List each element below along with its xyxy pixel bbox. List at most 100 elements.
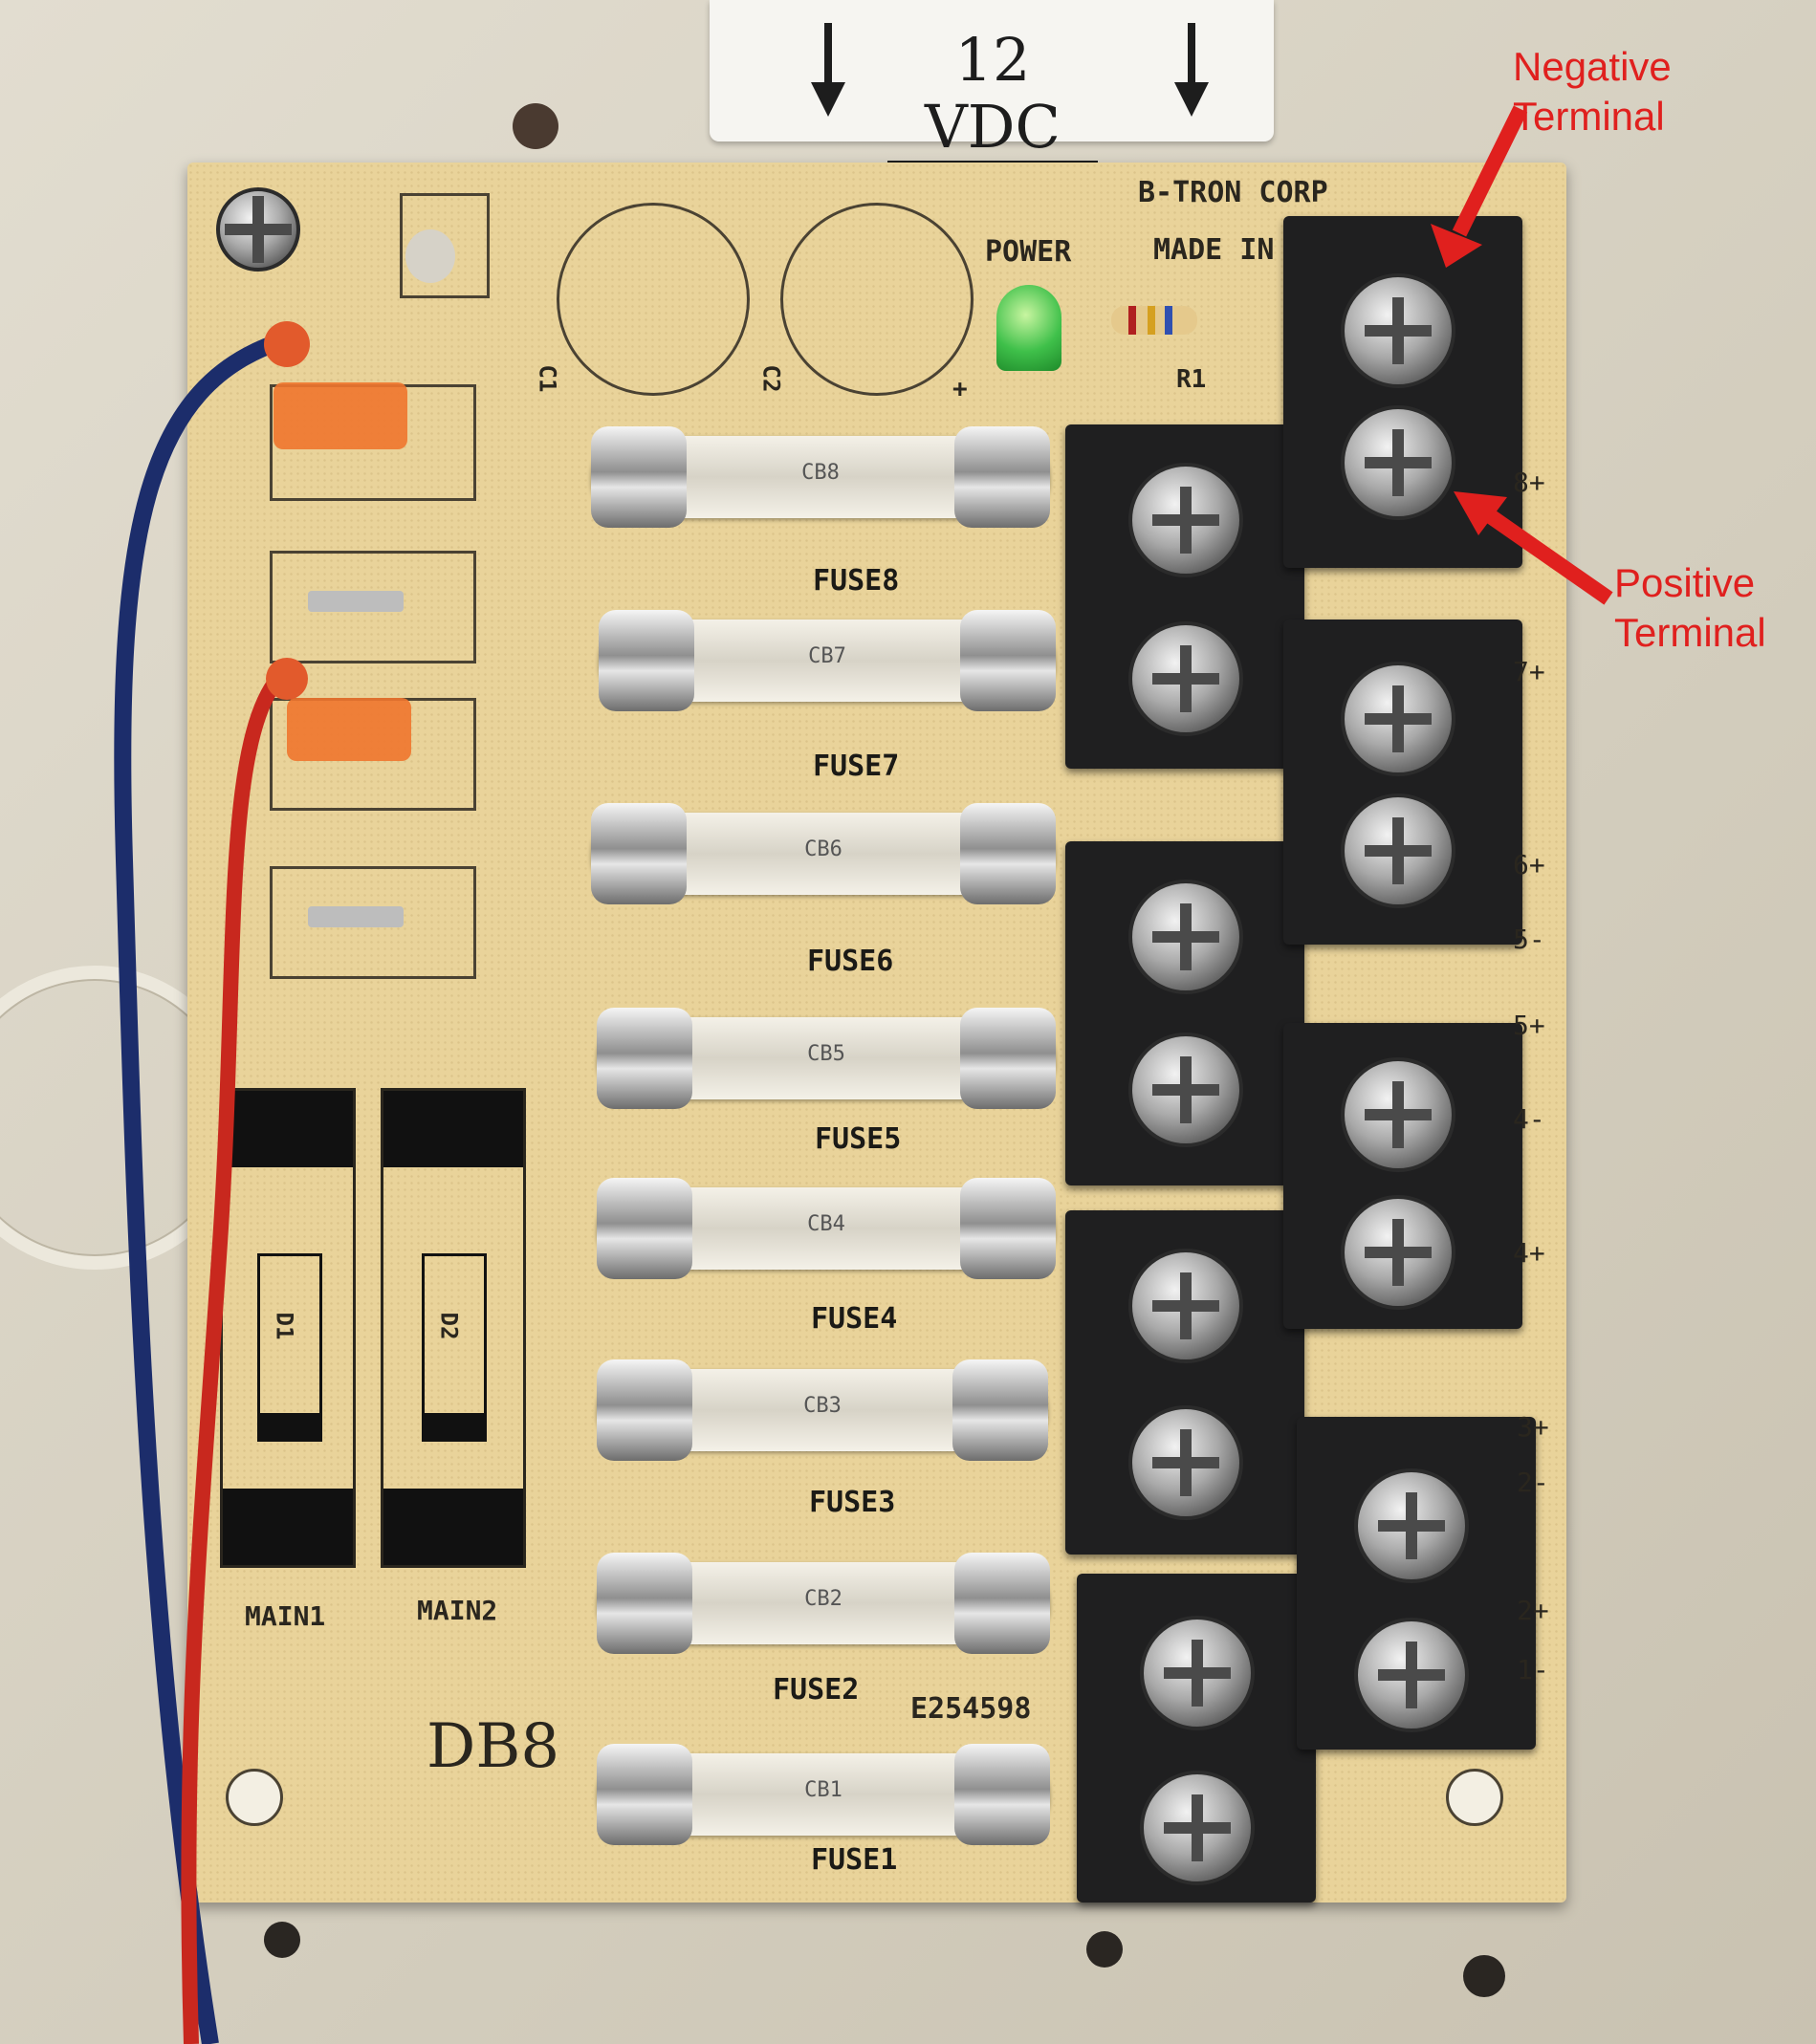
cert-label: E254598 [910,1692,1032,1726]
mounting-hole [1446,1769,1503,1826]
fuse-cap [591,803,687,904]
fuse-distribution-board: C1 C2 + POWER B-TRON CORP MADE IN R1 D1 … [187,163,1566,1903]
maker-line-1: B-TRON CORP [1138,176,1328,209]
fuse-2: CB2 [597,1553,1050,1654]
wire-connector [273,382,407,449]
terminal-mark: 1- [1517,1654,1549,1685]
fuse-cap [954,1553,1050,1654]
terminal-block [1077,1574,1316,1903]
fuse-cap [954,1744,1050,1845]
fuse-label: FUSE1 [811,1843,898,1877]
fuse-cap [960,1178,1056,1279]
fuse-1: CB1 [597,1744,1050,1845]
fuse-cap [597,1008,692,1109]
fuse-8: CB8 [591,426,1050,528]
terminal-block [1283,1023,1522,1329]
fuse-code: CB4 [807,1212,845,1236]
enclosure-hole [264,1922,300,1958]
fuse-code: CB6 [804,837,842,861]
mounting-hole [226,1769,283,1826]
silkscreen-box [400,193,490,298]
fuse-label: FUSE6 [807,945,894,978]
terminal-screw-icon[interactable] [1128,621,1243,736]
terminal-mark: 8+ [1513,467,1545,498]
terminal-block [1065,841,1304,1185]
terminal-mark: 6+ [1513,849,1545,881]
fuse-cap [597,1553,692,1654]
capacitor-c1-outline [557,203,750,396]
diode-pad [383,1091,523,1167]
fuse-cap [597,1359,692,1461]
fuse-4: CB4 [597,1178,1056,1279]
arrow-down-icon [811,23,845,117]
resistor-r1 [1111,306,1197,335]
terminal-screw-icon[interactable] [1128,1033,1243,1147]
terminal-screw-icon[interactable] [1128,1405,1243,1520]
power-label: POWER [985,235,1072,269]
fuse-cap [952,1359,1048,1461]
positive-terminal-screw-icon[interactable] [1341,405,1455,520]
capacitor-c2-outline [780,203,974,396]
fuse-code: CB5 [807,1042,845,1066]
terminal-mark: 3+ [1517,1411,1549,1443]
fuse-cap [960,803,1056,904]
arrow-down-icon [1174,23,1209,117]
terminal-screw-icon[interactable] [1140,1616,1255,1730]
model-label: DB8 [427,1711,560,1782]
fuse-label: FUSE3 [809,1486,896,1519]
fuse-cap [954,426,1050,528]
main-label: MAIN2 [417,1595,498,1626]
terminal-screw-icon[interactable] [1128,463,1243,577]
enclosure-hole [1086,1931,1123,1968]
fuse-label: FUSE7 [813,750,900,783]
fuse-code: CB8 [801,461,840,485]
wire-connector [287,698,411,761]
diode-pad [223,1489,353,1565]
enclosure-hole [513,103,558,149]
fuse-7: CB7 [599,610,1056,711]
maker-line-2: MADE IN [1153,233,1275,267]
fuse-code: CB2 [804,1587,842,1611]
fuse-code: CB1 [804,1778,842,1802]
terminal-block-top [1283,216,1522,568]
terminal-screw-icon[interactable] [1354,1468,1469,1583]
fuse-6: CB6 [591,803,1056,904]
positive-arrow-icon [1454,491,1613,605]
fuse-cap [960,1008,1056,1109]
fuse-label: FUSE2 [773,1673,860,1707]
terminal-screw-icon[interactable] [1341,1195,1455,1310]
negative-terminal-screw-icon[interactable] [1341,273,1455,388]
fuse-cap [960,610,1056,711]
terminal-screw-icon[interactable] [1341,1057,1455,1172]
fuse-3: CB3 [597,1359,1048,1461]
fuse-cap [591,426,687,528]
fuse-label: FUSE5 [815,1122,902,1156]
mounting-screw-icon [216,187,300,272]
terminal-mark: 4+ [1513,1237,1545,1269]
terminal-screw-icon[interactable] [1341,794,1455,908]
diode-d2-region: D2 [381,1088,526,1568]
negative-arrow-icon [1431,105,1528,268]
terminal-screw-icon[interactable] [1128,1249,1243,1363]
fuse-cap [597,1178,692,1279]
terminal-mark: 5- [1513,924,1545,955]
diode-d1-region: D1 [220,1088,356,1568]
enclosure-hole [1463,1955,1505,1997]
terminal-screw-icon[interactable] [1128,880,1243,994]
terminal-block [1065,424,1304,769]
pad-dot [405,229,455,283]
fuse-cap [599,610,694,711]
power-led [996,285,1061,371]
diode-body [422,1253,487,1442]
fuse-cap [597,1744,692,1845]
silkscreen-box [270,866,476,979]
fuse-label: FUSE4 [811,1302,898,1336]
terminal-screw-icon[interactable] [1341,662,1455,776]
terminal-block [1283,620,1522,945]
terminal-screw-icon[interactable] [1354,1618,1469,1732]
capacitor-plus: + [952,375,968,403]
terminal-block [1297,1417,1536,1750]
negative-terminal-annotation: Negative Terminal [1513,44,1672,139]
terminal-screw-icon[interactable] [1140,1771,1255,1885]
